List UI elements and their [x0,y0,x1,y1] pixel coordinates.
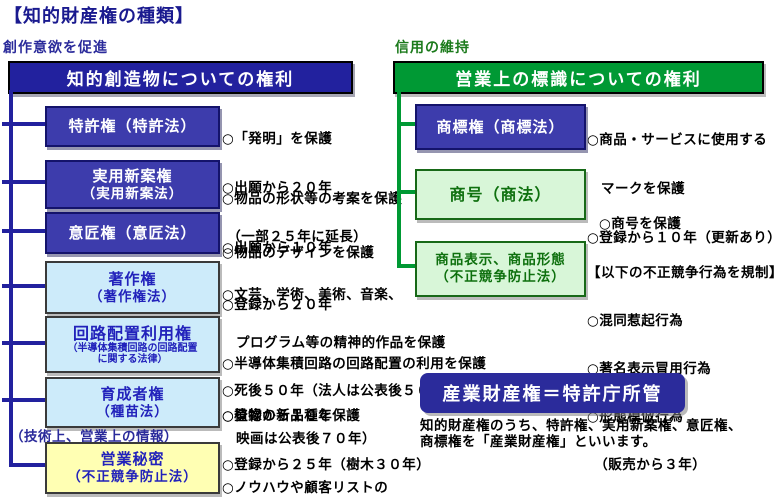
bullet-line: マークを保護 [587,181,685,197]
bullet-line: ○植物の新品種を保護 [222,408,361,424]
product-indication-box-title: 商品表示、商品形態 [435,252,566,268]
trademark-box: 商標権（商標法） [415,104,586,150]
bullet-line: プログラム等の精神的作品を保護 [222,335,446,351]
connector-stub-plant-breeder [2,398,45,402]
bullet-line: ○物品の形状等の考案を保護 [222,191,403,207]
bullet-line: ○物品のデザインを保護 [222,245,375,261]
summary-note-line: 商標権を「産業財産権」といいます。 [420,434,657,450]
page-title: 【知的財産権の種類】 [4,6,194,27]
bullet-line: ○文芸、学術、美術、音楽、 [222,287,403,303]
copyright-bullets: ○文芸、学術、美術、音楽、 プログラム等の精神的作品を保護 ○死後５０年（法人は… [222,255,458,479]
trade-secret-box-subtitle: （不正競争防止法） [67,469,198,485]
copyright-box: 著作権 （著作権法） [45,261,220,314]
bullet-line: ○死後５０年（法人は公表後５０年、 [222,383,459,399]
connector-stub-trademark [397,122,415,126]
product-indication-bullets: 【以下の不正競争行為を規制】 ○混同惹起行為 ○著名表示冒用行為 ○形態模倣行為… [587,233,774,500]
bullet-line: 【以下の不正競争行為を規制】 [587,265,774,281]
right-header: 営業上の標識についての権利 [393,61,764,94]
bullet-line: ○商号を保護 [599,216,682,232]
bullet-line: ○形態模倣行為 [587,409,684,425]
utility-model-box-subtitle: （実用新案法） [81,185,184,202]
bullet-line: ○出願から２０年 [222,180,333,196]
trade-secret-box: 営業秘密 （不正競争防止法） [45,442,220,494]
copyright-box-title: 著作権 [108,269,157,288]
trade-secret-box-title: 営業秘密 [100,450,165,468]
circuit-layout-box: 回路配置利用権 （半導体集積回路の回路配置 に関する法律） [45,316,220,373]
bullet-line: ○登録から２０年 [222,297,333,313]
patent-box: 特許権（特許法） [45,106,220,147]
bullet-line: ○出願から１０年 [222,240,333,256]
bullet-line: ○半導体集積回路の回路配置の利用を保護 [222,356,487,372]
product-indication-box-subtitle: （不正競争防止法） [435,269,566,285]
connector-stub-copyright [2,284,45,288]
plant-breeder-box-subtitle: （種苗法） [96,403,169,420]
utility-model-box: 実用新案権 （実用新案法） [45,160,220,209]
trade-name-bullets: ○商号を保護 [599,184,681,265]
trade-secret-bullets: ○ノウハウや顧客リストの 盗用など不正競争行為を規制 [222,448,418,500]
connector-stub-product-indication [397,264,415,268]
product-indication-box: 商品表示、商品形態 （不正競争防止法） [415,241,586,297]
connector-stub-circuit-layout [2,341,45,345]
trademark-box-title: 商標権（商標法） [436,117,565,136]
bullet-line: ○商品・サービスに使用する [587,132,768,148]
circuit-layout-box-subtitle2: に関する法律） [97,354,168,365]
plant-breeder-bullets: ○植物の新品種を保護 ○登録から２５年（樹木３０年） [222,376,430,500]
circuit-layout-bullets: ○半導体集積回路の回路配置の利用を保護 ○登録から１０年 [222,322,486,458]
bullet-line: 映画は公表後７０年） [222,431,376,447]
connector-stub-utility-model [2,180,45,184]
copyright-box-subtitle: （著作権法） [89,288,176,305]
bullet-line: ○登録から２５年（樹木３０年） [222,457,431,473]
patent-box-title: 特許権（特許法） [68,117,197,135]
connector-stub-trade-name [397,190,415,194]
bullet-line: ○「発明」を保護 [222,131,333,147]
design-box: 意匠権（意匠法） [45,212,220,254]
connector-stub-design [2,229,45,233]
connector-line-left [9,90,13,467]
connector-stub-patent [2,122,45,126]
bullet-line: （販売から３年） [587,457,707,473]
bullet-line: ○登録から１０年 [222,408,333,424]
left-header: 知的創造物についての権利 [8,61,353,94]
patent-bullets: ○「発明」を保護 ○出願から２０年 （一部２５年に延長） [222,99,367,278]
industrial-property-summary-box: 産業財産権＝特許庁所管 [420,373,685,413]
industrial-property-summary-label: 産業財産権＝特許庁所管 [442,384,663,405]
utility-model-bullets: ○物品の形状等の考案を保護 ○出願から１０年 [222,159,402,289]
left-header-label: 知的創造物についての権利 [66,70,295,90]
design-bullets: ○物品のデザインを保護 ○登録から２０年 [222,211,374,347]
circuit-layout-box-subtitle: （半導体集積回路の回路配置 [67,343,198,354]
design-box-title: 意匠権（意匠法） [68,223,197,242]
circuit-layout-box-title: 回路配置利用権 [72,324,192,343]
trade-name-box-title: 商号（商法） [449,185,552,204]
connector-line-right [397,90,401,268]
trade-secret-note: （技術上、営業上の情報） [10,429,178,445]
right-caption: 信用の維持 [395,40,470,56]
right-header-label: 営業上の標識についての権利 [455,70,702,90]
summary-note-line: 知的財産権のうち、特許権、実用新案権、意匠権、 [420,418,742,434]
connector-stub-trade-secret [9,463,45,467]
trade-name-box: 商号（商法） [415,169,586,220]
trademark-bullets: ○商品・サービスに使用する マークを保護 ○登録から１０年（更新あり） [587,100,774,279]
bullet-line: ○ノウハウや顧客リストの [222,480,389,496]
utility-model-box-title: 実用新案権 [92,166,173,185]
bullet-line: （一部２５年に延長） [222,229,368,245]
plant-breeder-box-title: 育成者権 [100,384,165,403]
industrial-property-summary-note: 知的財産権のうち、特許権、実用新案権、意匠権、 商標権を「産業財産権」といいます… [420,418,742,450]
bullet-line: ○登録から１０年（更新あり） [587,230,774,246]
left-caption: 創作意欲を促進 [3,40,108,56]
plant-breeder-box: 育成者権 （種苗法） [45,377,220,428]
bullet-line: ○混同惹起行為 [587,313,684,329]
